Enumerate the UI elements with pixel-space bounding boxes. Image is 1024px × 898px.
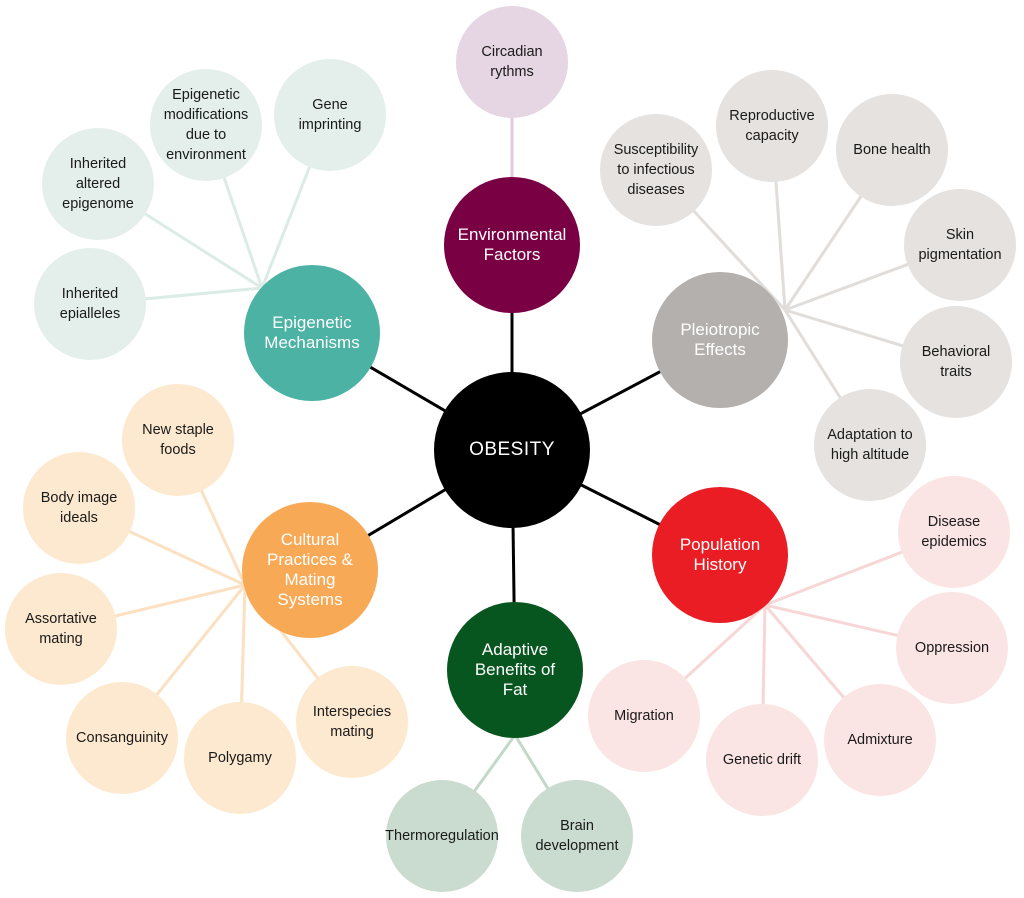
leaf-node-epi-2-label: Inherited altered epigenome <box>62 156 134 212</box>
leaf-node-pop-2: Admixture <box>824 684 936 796</box>
leaf-node-pleio-2: Bone health <box>836 94 948 206</box>
hub-node-epi: Epigenetic Mechanisms <box>244 265 380 401</box>
leaf-node-pleio-4-label: Behavioral traits <box>921 344 991 380</box>
hub-node-env-label: Environmental Factors <box>457 225 567 264</box>
leaf-node-pleio-3: Skin pigmentation <box>904 189 1016 301</box>
leaf-node-pleio-0-label: Susceptibility to infectious diseases <box>613 142 699 198</box>
leaf-node-cult-1: Body image ideals <box>23 452 135 564</box>
hub-node-pleio: Pleiotropic Effects <box>652 272 788 408</box>
leaf-node-pop-3: Genetic drift <box>706 704 818 816</box>
leaf-node-epi-3: Inherited epialleles <box>34 248 146 360</box>
leaf-node-env-0-label: Circadian rythms <box>481 44 543 80</box>
leaf-node-cult-3: Consanguinity <box>66 682 178 794</box>
leaf-node-cult-0: New staple foods <box>122 384 234 496</box>
leaf-node-cult-0-label: New staple foods <box>142 422 214 458</box>
leaf-node-fat-0-label: Thermoregulation <box>385 828 499 844</box>
hub-node-pleio-label: Pleiotropic Effects <box>680 320 760 359</box>
hub-node-epi-label: Epigenetic Mechanisms <box>264 313 360 352</box>
leaf-node-pop-4-label: Migration <box>614 708 674 724</box>
hub-node-cult: Cultural Practices & Mating Systems <box>242 502 378 638</box>
leaf-node-pop-1: Oppression <box>896 592 1008 704</box>
leaf-node-pleio-2-label: Bone health <box>853 142 931 158</box>
leaf-node-cult-5-label: Interspecies mating <box>312 704 392 740</box>
hub-node-fat-label: Adaptive Benefits of Fat <box>474 640 556 699</box>
center-node: OBESITY <box>434 372 590 528</box>
leaf-node-fat-1-label: Brain development <box>535 818 619 854</box>
leaf-node-cult-2-label: Assortative mating <box>25 611 97 647</box>
leaf-node-pleio-0: Susceptibility to infectious diseases <box>600 114 712 226</box>
leaf-node-pleio-4: Behavioral traits <box>900 306 1012 418</box>
leaf-node-cult-3-label: Consanguinity <box>76 730 168 746</box>
leaf-node-cult-2: Assortative mating <box>5 573 117 685</box>
leaf-node-epi-2: Inherited altered epigenome <box>42 128 154 240</box>
leaf-node-pop-0-label: Disease epidemics <box>921 514 987 550</box>
leaf-node-pleio-3-label: Skin pigmentation <box>918 227 1002 263</box>
leaf-node-epi-1-label: Epigenetic modifications due to environm… <box>163 87 249 163</box>
leaf-node-pop-0: Disease epidemics <box>898 476 1010 588</box>
leaf-node-fat-1: Brain development <box>521 780 633 892</box>
hub-node-env: Environmental Factors <box>444 177 580 313</box>
leaf-node-pop-4: Migration <box>588 660 700 772</box>
leaf-node-epi-0: Gene imprinting <box>274 59 386 171</box>
leaf-node-cult-4: Polygamy <box>184 702 296 814</box>
leaf-node-pleio-5: Adaptation to high altitude <box>814 389 926 501</box>
leaf-node-cult-5: Interspecies mating <box>296 666 408 778</box>
leaf-node-epi-3-label: Inherited epialleles <box>59 286 121 322</box>
hub-node-cult-label: Cultural Practices & Mating Systems <box>267 530 353 609</box>
hub-node-pop-label: Population History <box>679 535 761 574</box>
leaf-node-epi-0-label: Gene imprinting <box>298 97 362 133</box>
leaf-node-pleio-5-label: Adaptation to high altitude <box>827 427 913 463</box>
leaf-node-cult-4-label: Polygamy <box>208 750 272 766</box>
leaf-node-pop-2-label: Admixture <box>847 732 913 748</box>
leaf-node-pleio-1-label: Reproductive capacity <box>729 108 815 144</box>
leaf-node-epi-1: Epigenetic modifications due to environm… <box>150 69 262 181</box>
leaf-node-pleio-1: Reproductive capacity <box>716 70 828 182</box>
center-node-label: OBESITY <box>469 439 555 460</box>
leaf-node-cult-1-label: Body image ideals <box>40 490 118 526</box>
leaf-node-pop-3-label: Genetic drift <box>722 752 802 768</box>
hub-node-fat: Adaptive Benefits of Fat <box>447 602 583 738</box>
leaf-node-env-0: Circadian rythms <box>456 6 568 118</box>
leaf-node-fat-0: Thermoregulation <box>385 780 499 892</box>
leaf-node-pop-1-label: Oppression <box>914 640 990 656</box>
hub-node-pop: Population History <box>652 487 788 623</box>
